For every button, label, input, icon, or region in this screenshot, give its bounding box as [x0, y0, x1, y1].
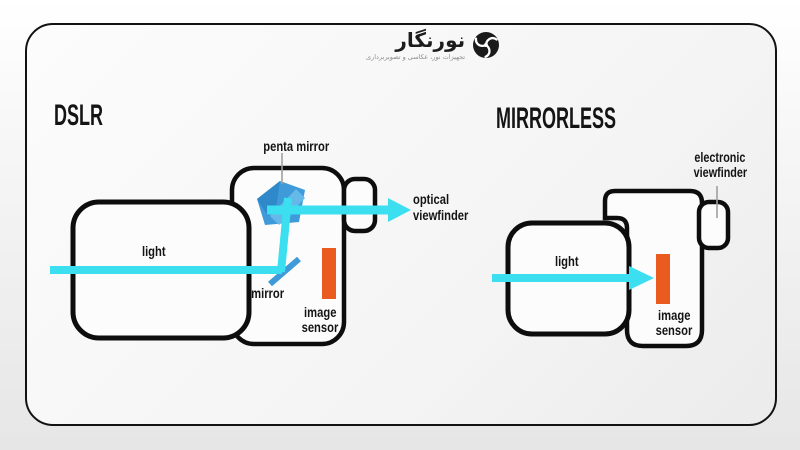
mirror-label: mirror	[251, 285, 285, 301]
brand-tagline: تجهیزات نور، عکاسی و تصویربرداری	[366, 53, 466, 61]
dslr-image-sensor-shape	[322, 248, 336, 299]
dslr-heading: DSLR	[54, 99, 104, 132]
mirrorless-image-sensor-shape	[656, 254, 670, 304]
mirrorless-heading: MIRRORLESS	[496, 102, 617, 135]
dslr-light-beam	[50, 197, 411, 274]
dslr-diagram	[50, 153, 411, 347]
brand-name: نورنگار	[395, 28, 466, 52]
mirrorless-diagram	[492, 186, 731, 349]
optical-viewfinder-label: optical viewfinder	[413, 191, 469, 223]
mirrorless-image-sensor-label: image sensor	[655, 307, 693, 338]
mirrorless-light-label: light	[555, 253, 579, 269]
penta-mirror-label: penta mirror	[263, 138, 329, 154]
aperture-shutter-icon	[473, 31, 500, 58]
electronic-viewfinder-eyepiece	[696, 199, 731, 251]
dslr-image-sensor-label: image sensor	[301, 304, 339, 335]
dslr-light-label: light	[142, 243, 166, 259]
dslr-viewfinder-eyepiece	[341, 176, 378, 234]
brand-logo: نورنگار تجهیزات نور، عکاسی و تصویربرداری	[366, 28, 500, 61]
mirrorless-beam-arrowhead	[629, 266, 654, 290]
electronic-viewfinder-label: electronic viewfinder	[693, 150, 747, 180]
brand-logo-text: نورنگار تجهیزات نور، عکاسی و تصویربرداری	[366, 28, 465, 61]
dslr-beam-arrowhead	[388, 198, 411, 222]
mirrorless-light-beam	[492, 266, 654, 290]
